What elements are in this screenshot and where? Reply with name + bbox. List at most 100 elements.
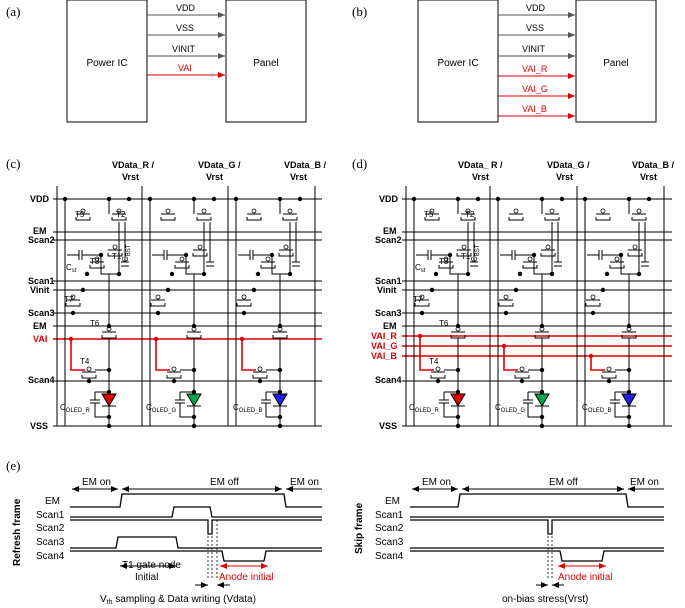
oled-diode bbox=[272, 393, 288, 407]
refresh-frame-label: Refresh frame bbox=[12, 498, 23, 566]
junction-dot bbox=[183, 252, 189, 258]
tft-bubble bbox=[549, 208, 555, 214]
tft-channel bbox=[430, 375, 446, 379]
rail-label-vinit: Vinit bbox=[377, 285, 396, 295]
tft-channel bbox=[150, 303, 166, 307]
vai-tap bbox=[241, 339, 256, 371]
tft-bubble bbox=[465, 208, 471, 214]
tft-channel bbox=[111, 217, 127, 221]
tft-channel bbox=[107, 253, 123, 257]
junction-dot bbox=[269, 252, 275, 258]
label-t5: T5 bbox=[75, 210, 85, 219]
vai-tap bbox=[419, 336, 434, 371]
sig-scan1: Scan1 bbox=[36, 510, 65, 521]
junction-dot bbox=[277, 423, 283, 429]
junction-dot bbox=[84, 271, 90, 277]
junction-dot bbox=[626, 367, 632, 373]
junction-dot bbox=[549, 271, 555, 277]
vai-rails-d bbox=[402, 335, 672, 357]
junction-dot bbox=[287, 271, 293, 277]
tft-bubble bbox=[201, 208, 207, 214]
junction-dot bbox=[169, 271, 175, 277]
pixel-circuit-r bbox=[62, 196, 132, 429]
label-t2: T2 bbox=[116, 210, 126, 219]
panel-d: (d) VData_ R / Vrst VData_G / Vrst VData… bbox=[352, 156, 675, 431]
junction-dot bbox=[201, 271, 207, 277]
power-ic-label: Power IC bbox=[86, 58, 127, 69]
junction-dot bbox=[211, 196, 217, 202]
junction-dot bbox=[559, 196, 565, 202]
tft-channel bbox=[424, 217, 440, 221]
label-coled-r: COLED_R bbox=[60, 403, 90, 414]
junction-dot bbox=[455, 323, 461, 329]
tft-bubble bbox=[155, 294, 161, 300]
signal-label: VDD bbox=[176, 3, 196, 13]
label-t6: T6 bbox=[439, 319, 449, 328]
signal-label: VINIT bbox=[522, 44, 546, 54]
panel-a: (a) Power IC Panel VDD VSS VINIT VAI bbox=[6, 0, 307, 123]
junction-dot bbox=[106, 367, 112, 373]
junction-dot bbox=[606, 378, 612, 384]
pixel-columns-d bbox=[405, 186, 665, 426]
junction-dot bbox=[600, 287, 606, 293]
waveforms-skip bbox=[410, 493, 664, 562]
panel-b: (b) Power IC Panel VDD VSS VINIT VAI_R V… bbox=[352, 0, 657, 123]
label-coled-b: COLED_B bbox=[582, 403, 611, 414]
junction-dot bbox=[191, 423, 197, 429]
signal-label: VAI_G bbox=[522, 84, 548, 94]
pixel-circuit-b bbox=[582, 196, 652, 429]
label-cst: Cst bbox=[415, 263, 426, 274]
panel-box bbox=[225, 0, 307, 123]
tft-bubble bbox=[435, 366, 441, 372]
rail-label-vdd: VDD bbox=[30, 194, 50, 204]
sig-scan1: Scan1 bbox=[375, 510, 404, 521]
data-label-r: VData_ R / bbox=[458, 160, 503, 170]
junction-dot bbox=[590, 310, 596, 316]
tft-channel bbox=[174, 265, 190, 269]
skip-frame-timing: Skip frame EM on EM off EM on EM Scan1 S… bbox=[354, 477, 664, 605]
vai-tap bbox=[590, 356, 605, 371]
tft-bubble bbox=[600, 208, 606, 214]
tft-channel bbox=[246, 217, 262, 221]
sig-scan2: Scan2 bbox=[375, 523, 404, 534]
tft-bubble bbox=[165, 208, 171, 214]
rail-label-scan2: Scan2 bbox=[375, 235, 402, 245]
junction-dot bbox=[465, 271, 471, 277]
vai-tap bbox=[503, 346, 518, 371]
junction-dot bbox=[618, 252, 624, 258]
tft-bubble bbox=[257, 366, 263, 372]
tft-channel bbox=[192, 253, 208, 257]
tft-bubble bbox=[614, 256, 620, 262]
rail-label-vai-r: VAI_R bbox=[371, 331, 397, 341]
label-coled-r: COLED_R bbox=[409, 403, 439, 414]
panel-e: (e) Refresh frame EM on EM off EM on EM … bbox=[6, 458, 664, 606]
panel-c-label: (c) bbox=[6, 156, 20, 171]
tft-bubble bbox=[197, 244, 203, 250]
junction-dot bbox=[531, 252, 537, 258]
junction-dot bbox=[277, 323, 283, 329]
junction-dot bbox=[70, 310, 76, 316]
skip-frame-label: Skip frame bbox=[354, 502, 365, 554]
pixel-columns-c bbox=[56, 186, 316, 426]
tft-bubble bbox=[461, 244, 467, 250]
sig-scan2: Scan2 bbox=[36, 523, 65, 534]
rail-label-scan1: Scan1 bbox=[375, 276, 402, 286]
label-t4: T4 bbox=[80, 357, 90, 366]
junction-dot bbox=[126, 196, 132, 202]
tft-channel bbox=[282, 217, 298, 221]
tft-channel bbox=[627, 253, 643, 257]
vrst-label: Vrst bbox=[290, 172, 307, 182]
tft-channel bbox=[81, 375, 97, 379]
junction-dot bbox=[519, 378, 525, 384]
sig-scan3: Scan3 bbox=[375, 537, 404, 548]
pixel-circuit-r bbox=[411, 196, 481, 429]
tft-channel bbox=[631, 217, 647, 221]
junction-dot bbox=[539, 367, 545, 373]
junction-dot bbox=[191, 367, 197, 373]
timing-guides-skip bbox=[547, 520, 553, 578]
vai-tap bbox=[70, 339, 85, 371]
rail-label-scan1: Scan1 bbox=[28, 276, 55, 286]
signal-lines-b: VDD VSS VINIT VAI_R VAI_G VAI_B bbox=[498, 3, 575, 119]
junction-dot bbox=[297, 196, 303, 202]
em-on-left: EM on bbox=[82, 477, 111, 488]
